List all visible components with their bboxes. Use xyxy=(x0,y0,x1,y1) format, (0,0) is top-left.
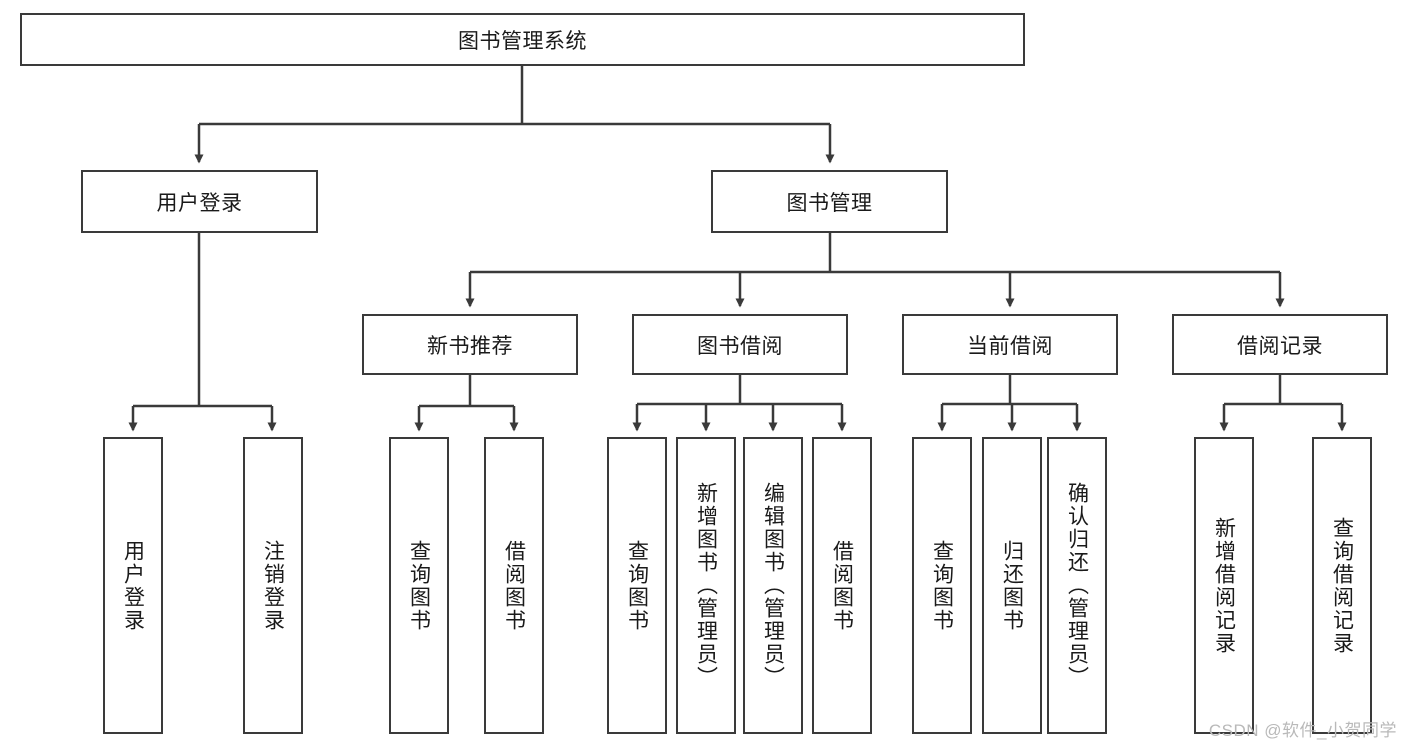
node-user-login-label: 用户登录 xyxy=(156,191,243,215)
leaf-bookborrow-borrow-book[interactable]: 借阅图书 xyxy=(812,437,872,734)
leaf-bookborrow-edit-book[interactable]: 编辑图书（管理员） xyxy=(743,437,803,734)
leaf-currentborrow-confirm-return[interactable]: 确认归还（管理员） xyxy=(1047,437,1107,734)
leaf-bookborrow-add-book-label: 新增图书（管理员） xyxy=(694,482,718,689)
leaf-currentborrow-return-book-label: 归还图书 xyxy=(1000,539,1024,632)
node-root-label: 图书管理系统 xyxy=(458,29,587,53)
leaf-bookborrow-edit-book-label: 编辑图书（管理员） xyxy=(761,482,785,689)
node-book-borrow-label: 图书借阅 xyxy=(697,334,783,358)
node-root[interactable]: 图书管理系统 xyxy=(20,13,1025,66)
leaf-borrowrecord-add-record-label: 新增借阅记录 xyxy=(1212,516,1236,655)
node-user-login[interactable]: 用户登录 xyxy=(81,170,318,233)
leaf-bookborrow-borrow-book-label: 借阅图书 xyxy=(830,539,854,632)
leaf-user-login[interactable]: 用户登录 xyxy=(103,437,163,734)
node-borrow-record[interactable]: 借阅记录 xyxy=(1172,314,1388,375)
leaf-newbook-query-book-label: 查询图书 xyxy=(407,539,431,632)
leaf-currentborrow-query-book[interactable]: 查询图书 xyxy=(912,437,972,734)
leaf-borrowrecord-query-record-label: 查询借阅记录 xyxy=(1330,516,1354,655)
leaf-borrowrecord-add-record[interactable]: 新增借阅记录 xyxy=(1194,437,1254,734)
node-new-book-recommend[interactable]: 新书推荐 xyxy=(362,314,578,375)
node-current-borrow[interactable]: 当前借阅 xyxy=(902,314,1118,375)
watermark: CSDN @软件_小贺同学 xyxy=(1208,721,1397,740)
leaf-logout-label: 注销登录 xyxy=(261,539,285,632)
leaf-newbook-borrow-book-label: 借阅图书 xyxy=(502,539,526,632)
leaf-borrowrecord-query-record[interactable]: 查询借阅记录 xyxy=(1312,437,1372,734)
leaf-bookborrow-query-book[interactable]: 查询图书 xyxy=(607,437,667,734)
node-current-borrow-label: 当前借阅 xyxy=(967,334,1053,358)
leaf-bookborrow-query-book-label: 查询图书 xyxy=(625,539,649,632)
leaf-currentborrow-return-book[interactable]: 归还图书 xyxy=(982,437,1042,734)
leaf-user-login-label: 用户登录 xyxy=(121,539,145,632)
leaf-bookborrow-add-book[interactable]: 新增图书（管理员） xyxy=(676,437,736,734)
node-new-book-recommend-label: 新书推荐 xyxy=(427,334,513,358)
leaf-logout[interactable]: 注销登录 xyxy=(243,437,303,734)
node-borrow-record-label: 借阅记录 xyxy=(1237,334,1323,358)
node-book-manage-label: 图书管理 xyxy=(786,191,873,215)
leaf-newbook-query-book[interactable]: 查询图书 xyxy=(389,437,449,734)
leaf-currentborrow-query-book-label: 查询图书 xyxy=(930,539,954,632)
leaf-currentborrow-confirm-return-label: 确认归还（管理员） xyxy=(1065,482,1089,689)
leaf-newbook-borrow-book[interactable]: 借阅图书 xyxy=(484,437,544,734)
node-book-borrow[interactable]: 图书借阅 xyxy=(632,314,848,375)
node-book-manage[interactable]: 图书管理 xyxy=(711,170,948,233)
